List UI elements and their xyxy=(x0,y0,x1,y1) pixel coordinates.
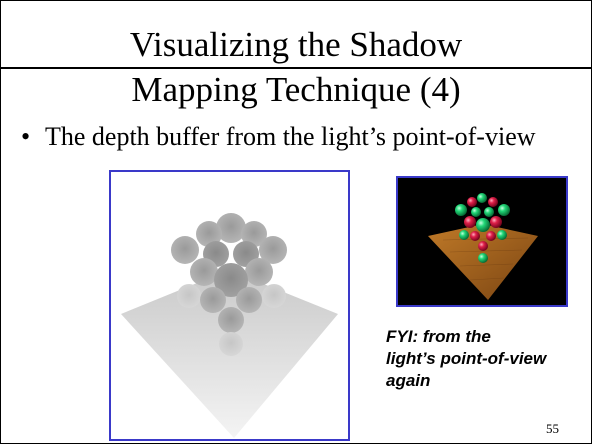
colored-spheres xyxy=(455,193,510,263)
caption-line-3: again xyxy=(386,371,431,390)
scene-render-image xyxy=(396,176,568,307)
scene-render-graphic xyxy=(428,193,538,300)
title-underline xyxy=(1,67,591,69)
slide-title-line-2: Mapping Technique (4) xyxy=(131,70,461,109)
slide-title-line-1: Visualizing the Shadow xyxy=(129,25,463,64)
caption-line-1: FYI: from the xyxy=(386,327,491,346)
caption: FYI: from the light’s point-of-view agai… xyxy=(386,326,591,392)
bullet-symbol: • xyxy=(21,122,31,151)
depth-buffer-graphic xyxy=(121,213,338,438)
caption-line-2: light’s point-of-view xyxy=(386,349,547,368)
sphere-cluster xyxy=(171,213,287,356)
depth-buffer-image xyxy=(109,170,350,441)
page-number: 55 xyxy=(546,421,559,436)
bullet-text: The depth buffer from the light’s point-… xyxy=(45,122,536,151)
bullet-item: • The depth buffer from the light’s point… xyxy=(21,122,586,152)
